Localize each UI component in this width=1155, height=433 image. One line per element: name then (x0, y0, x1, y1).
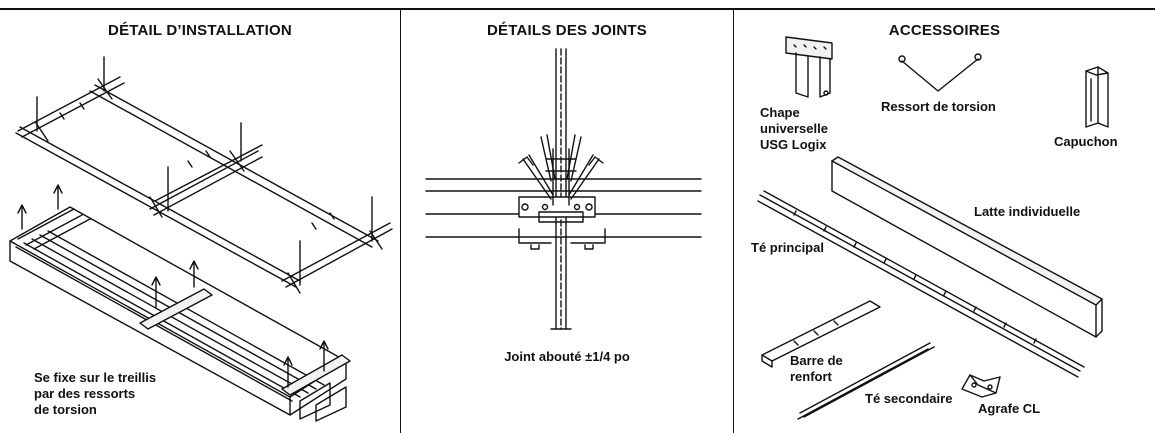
baffle-assembly (10, 185, 350, 421)
joints-caption: Joint abouté ±1/4 po (504, 349, 630, 364)
accessories-drawing (734, 9, 1155, 433)
te-principal-illustration (758, 191, 1084, 377)
agrafe-illustration (962, 375, 1000, 397)
label-capuchon: Capuchon (1054, 134, 1118, 149)
accessories-panel: ACCESSOIRES (734, 9, 1155, 433)
label-ressort: Ressort de torsion (881, 99, 996, 114)
label-latte: Latte individuelle (974, 204, 1081, 219)
te-secondaire-illustration (798, 343, 934, 419)
joints-panel: DÉTAILS DES JOINTS Joint abouté ±1/4 po (401, 9, 733, 433)
panel-divider-1 (400, 9, 401, 433)
label-chape: Chape universelle USG Logix (760, 105, 828, 152)
label-te-secondaire: Té secondaire (865, 391, 953, 406)
label-barre: Barre de renfort (790, 353, 843, 384)
installation-title: DÉTAIL D’INSTALLATION (108, 22, 292, 39)
latte-illustration (832, 157, 1102, 337)
suspended-grid (16, 57, 392, 293)
label-te-principal: Té principal (751, 240, 824, 255)
installation-drawing (0, 9, 400, 433)
capuchon-illustration (1086, 67, 1108, 127)
ressort-illustration (899, 54, 981, 91)
panel-divider-2 (733, 9, 734, 433)
installation-caption: Se fixe sur le treillis par des ressorts… (34, 370, 157, 417)
accessories-title: ACCESSOIRES (888, 22, 1001, 39)
joint-drawing (401, 9, 733, 433)
joints-title: DÉTAILS DES JOINTS (486, 22, 647, 39)
chape-illustration (786, 37, 832, 97)
top-border (0, 8, 1155, 10)
barre-illustration (762, 301, 880, 367)
installation-panel: DÉTAIL D’INSTALLATION (0, 9, 400, 433)
label-agrafe: Agrafe CL (978, 401, 1041, 416)
